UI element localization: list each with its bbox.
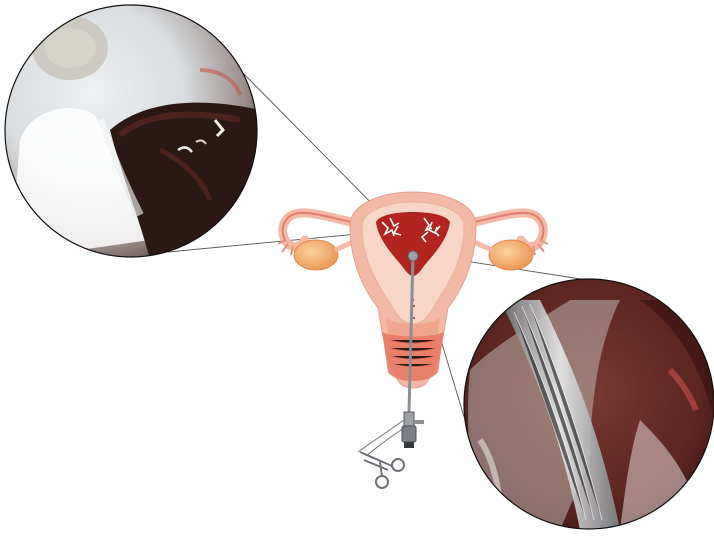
hysteroscope-port: [404, 412, 414, 426]
forceps-icon: [360, 452, 404, 488]
ovary-left: [294, 240, 338, 270]
hysteroscope-tip: [408, 251, 418, 261]
inset-top-left: [5, 5, 260, 260]
inset-bottom-right: [464, 279, 714, 530]
ovary-right: [489, 240, 533, 270]
